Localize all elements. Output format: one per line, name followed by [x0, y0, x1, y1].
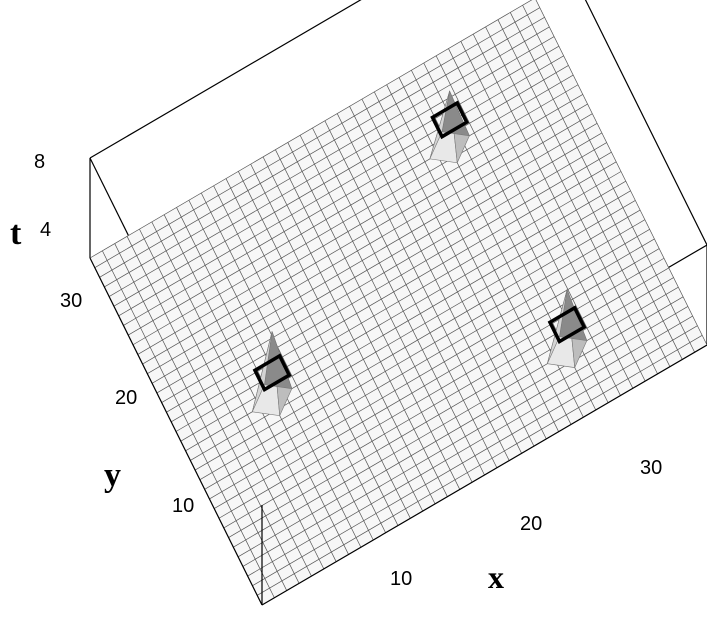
- mesh-line: [94, 7, 540, 268]
- peak-facet: [252, 331, 273, 412]
- y-tick-label: 20: [115, 387, 137, 409]
- x-tick-label: 20: [520, 513, 542, 535]
- z-axis-title: t: [10, 215, 22, 252]
- box-edge: [261, 344, 707, 606]
- mesh-line: [89, 0, 533, 259]
- highlight-square: [252, 353, 292, 393]
- mesh-line: [497, 19, 671, 367]
- box-edge: [584, 0, 707, 246]
- peaks-layer: [251, 90, 588, 417]
- mesh-line: [535, 0, 707, 346]
- bounding-box-front: [89, 257, 707, 606]
- y-tick-label: 30: [60, 290, 82, 312]
- mesh-line: [522, 5, 695, 353]
- box-edge: [89, 257, 263, 606]
- x-tick-label: 10: [390, 568, 412, 590]
- y-axis-title: y: [104, 457, 121, 494]
- mesh-line: [108, 36, 555, 297]
- z-tick-label: 8: [34, 151, 45, 173]
- highlight-square: [430, 100, 470, 140]
- highlight-squares: [252, 100, 587, 393]
- highlight-square: [547, 305, 587, 344]
- mesh-line: [118, 55, 564, 317]
- x-axis-title: x: [488, 559, 504, 595]
- z-tick-label: 4: [40, 219, 51, 241]
- box-edge: [89, 0, 362, 159]
- mesh-line: [99, 16, 545, 278]
- mesh-line: [485, 26, 658, 375]
- mesh-line: [113, 45, 560, 307]
- mesh-line: [104, 26, 550, 288]
- x-tick-label: 30: [640, 457, 662, 479]
- y-tick-label: 10: [172, 495, 194, 517]
- mesh-line: [472, 33, 646, 382]
- mesh-line: [509, 12, 683, 360]
